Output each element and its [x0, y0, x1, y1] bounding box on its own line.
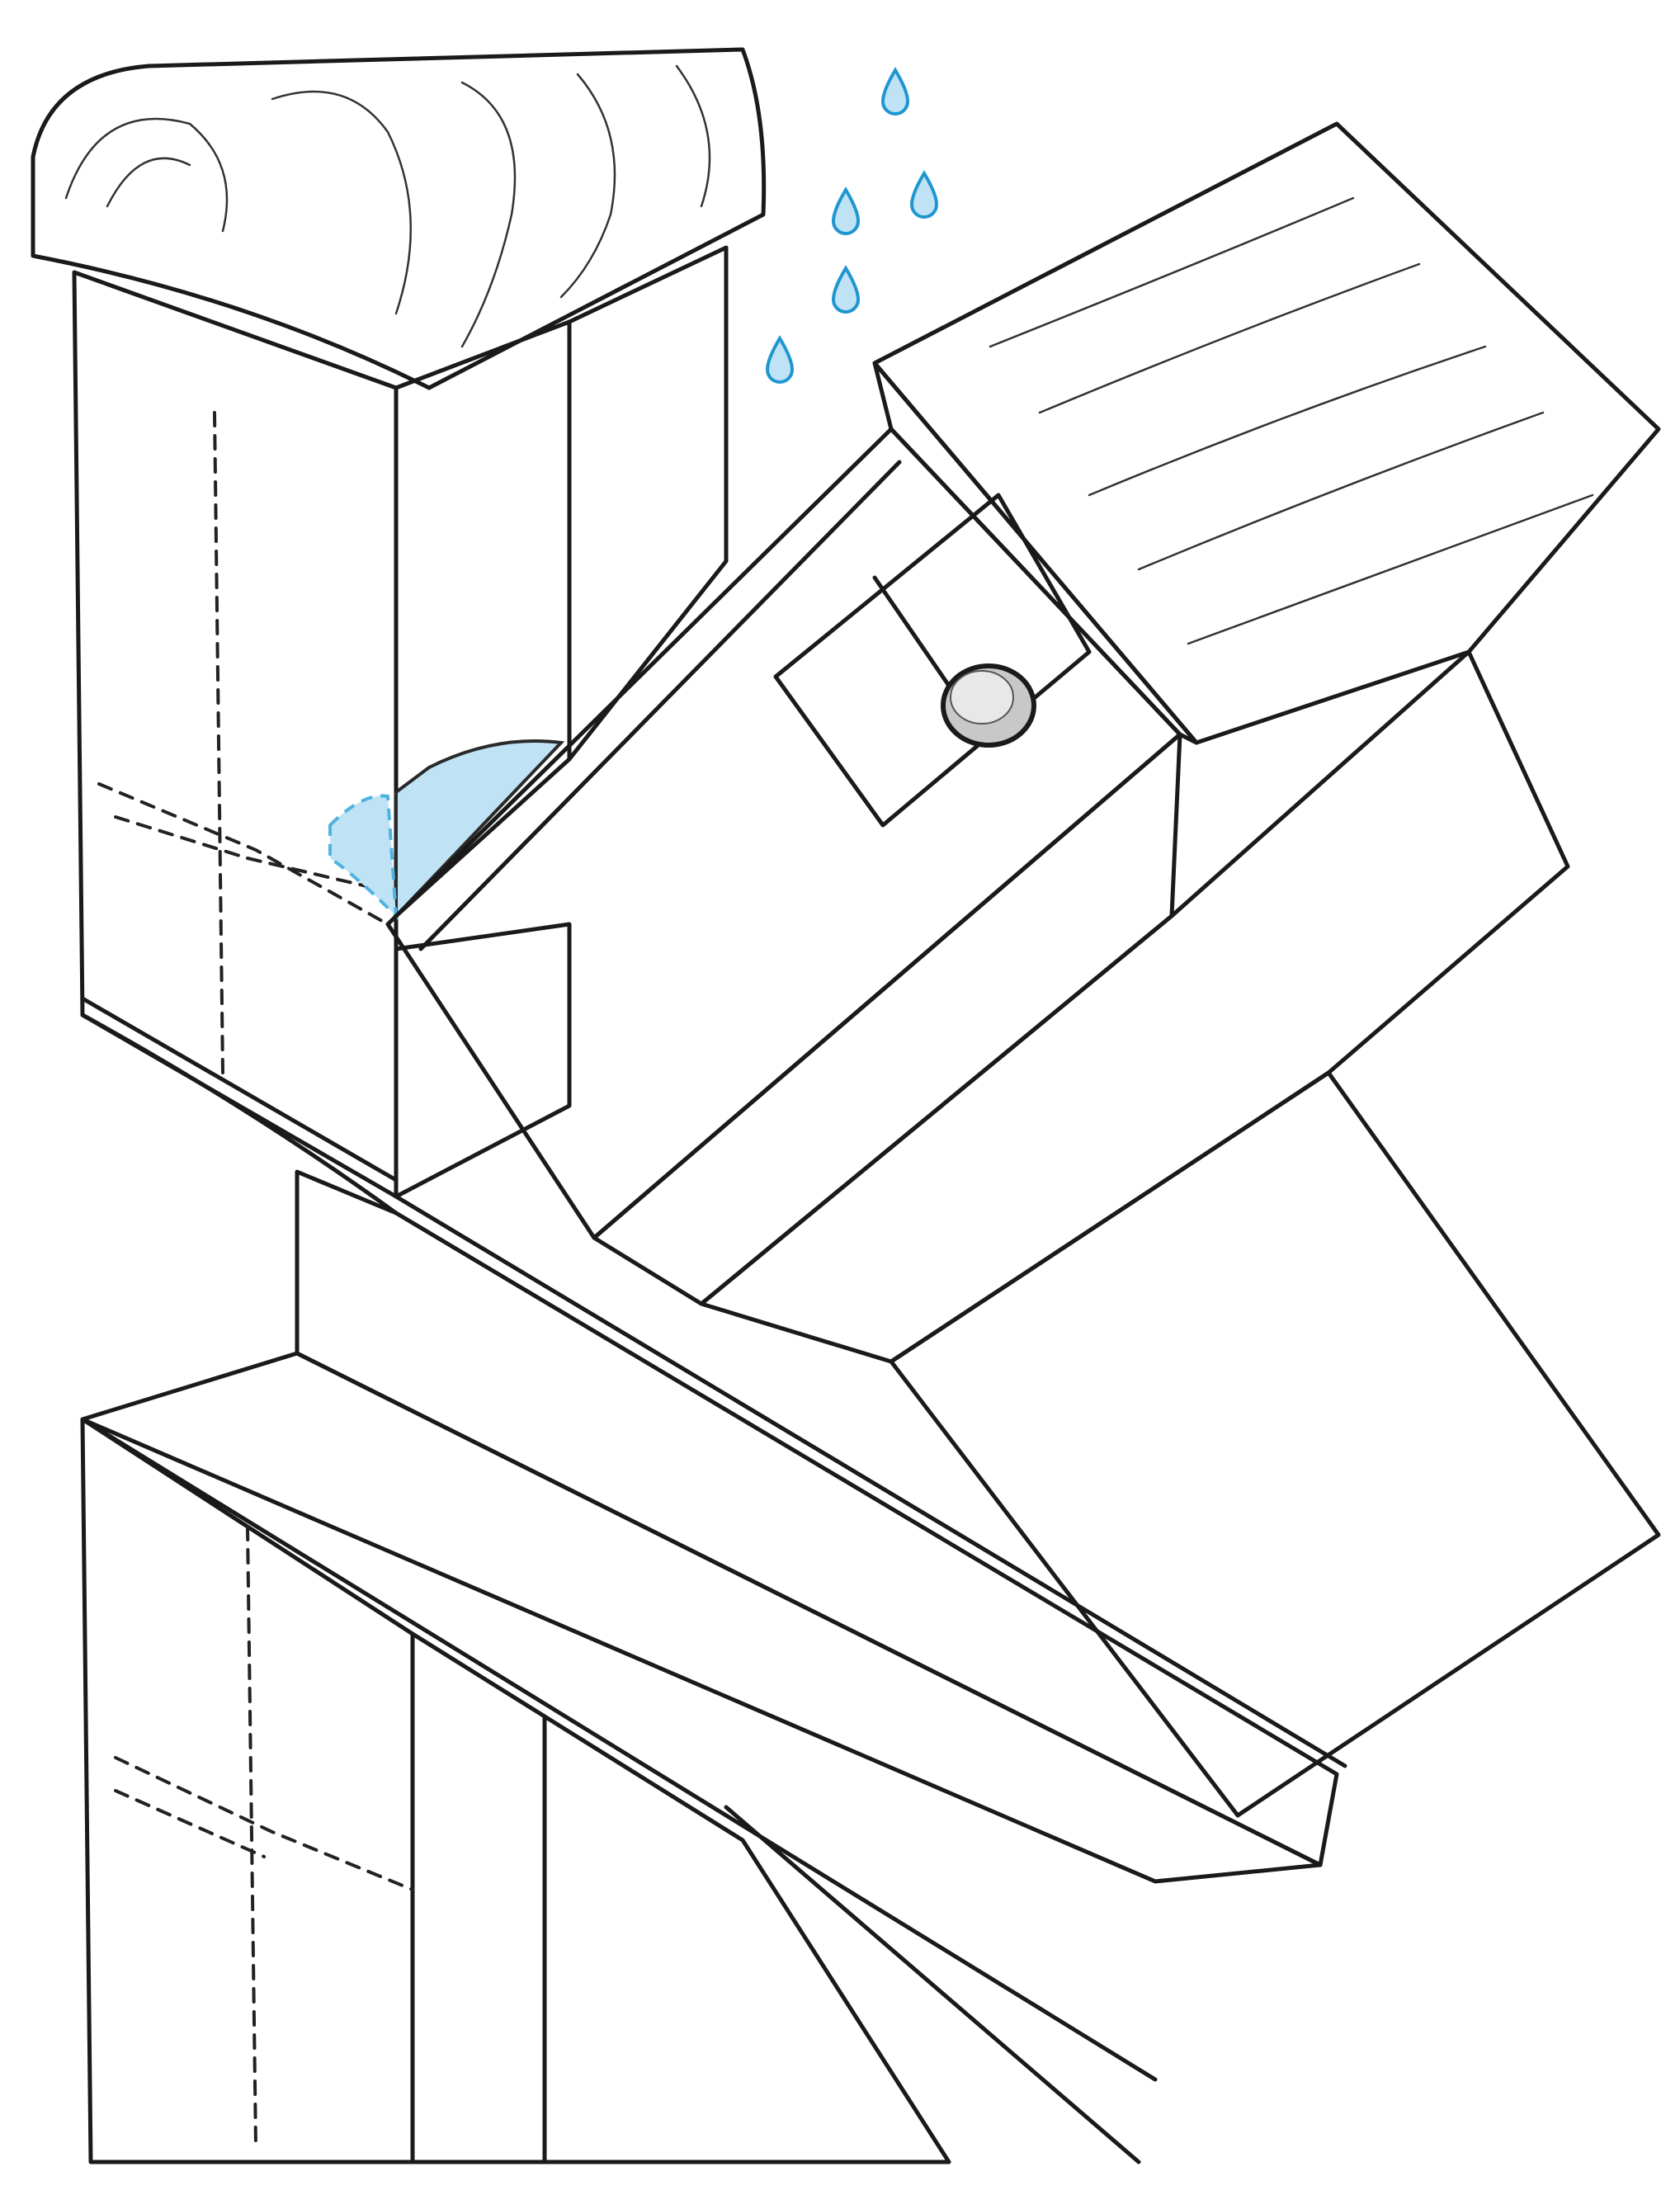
main-rail [80, 1169, 1347, 1884]
hidden-joint-lines-upper [97, 411, 389, 1074]
lower-post [80, 1417, 1158, 2164]
upper-cap-board [31, 47, 767, 390]
sloping-board [872, 121, 1661, 745]
raindrop-icon [831, 265, 861, 314]
raindrop-icon [765, 335, 795, 384]
raindrop-icon [831, 186, 861, 235]
raindrops [765, 67, 939, 384]
hidden-joint-lines-lower [114, 1525, 414, 2147]
raindrop-icon [880, 67, 910, 116]
upper-post [72, 245, 729, 1216]
cap-wood-grain [64, 64, 711, 348]
right-brace-board [699, 649, 1661, 1818]
raindrop-icon [909, 170, 939, 219]
diagonal-brace [385, 427, 1182, 1306]
trapped-water [328, 739, 565, 921]
board-wood-grain [989, 196, 1594, 645]
bolt-head-icon [941, 663, 1036, 748]
